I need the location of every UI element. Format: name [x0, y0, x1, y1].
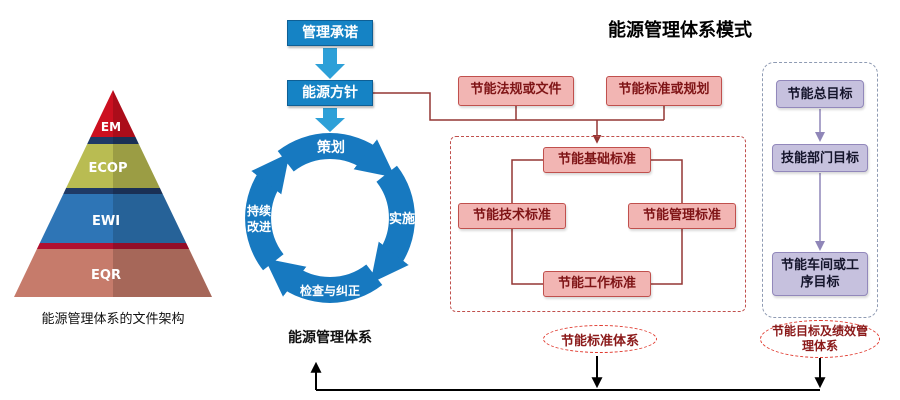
ems-caption: 能源管理体系	[288, 330, 372, 346]
pyramid: EM ECOP EWI EQR	[14, 90, 212, 297]
work-standards-box: 节能工作标准	[543, 271, 651, 297]
pdca-improve-label-line2: 改进	[247, 219, 271, 234]
pyramid-label-ewi: EWI	[92, 214, 120, 229]
pyramid-layer-em	[90, 90, 136, 137]
down-arrow-icon	[315, 108, 345, 132]
cycle-arc-do	[370, 165, 415, 284]
targets-system-container	[762, 62, 878, 318]
pyramid-layer-eqr	[14, 249, 212, 297]
pyramid-label-ecop: ECOP	[89, 161, 128, 176]
department-target-box: 技能部门目标	[772, 144, 868, 172]
technical-standards-box: 节能技术标准	[458, 203, 566, 229]
pyramid-separator	[36, 243, 190, 249]
flow-arrows	[315, 48, 345, 132]
pdca-plan-label: 策划	[316, 139, 345, 156]
regulations-box: 节能法规或文件	[458, 76, 574, 106]
pyramid-separator	[63, 188, 163, 194]
page-title: 能源管理体系模式	[608, 20, 752, 41]
pyramid-label-eqr: EQR	[91, 268, 121, 283]
pyramid-caption: 能源管理体系的文件架构	[41, 312, 185, 327]
pdca-labels: 策划 实施 检查与纠正 持续 改进	[247, 139, 415, 298]
pyramid-label-em: EM	[101, 120, 121, 134]
pdca-cycle	[245, 133, 415, 303]
targets-system-caption: 节能目标及绩效管理体系	[760, 320, 880, 358]
overall-target-box: 节能总目标	[776, 80, 864, 108]
pyramid-layer-ewi	[39, 194, 187, 243]
bottom-linkage	[310, 356, 826, 391]
pyramid-layer-ecop	[66, 144, 160, 188]
cycle-arc-check	[264, 258, 383, 303]
basic-standards-box: 节能基础标准	[543, 147, 651, 173]
connector-line	[373, 92, 665, 121]
cycle-arc-improve	[245, 152, 290, 271]
standards-plan-box: 节能标准或规划	[606, 76, 722, 106]
workshop-target-box: 节能车间或工序目标	[772, 252, 868, 296]
management-standards-box: 节能管理标准	[628, 203, 736, 229]
management-commitment-box: 管理承诺	[287, 20, 373, 46]
pdca-improve-label-line1: 持续	[247, 203, 271, 218]
pdca-do-label: 实施	[389, 211, 415, 227]
pdca-check-label: 检查与纠正	[300, 283, 360, 298]
standards-system-container	[450, 136, 746, 312]
standards-system-caption: 节能标准体系	[543, 325, 657, 353]
cycle-arc-plan	[277, 133, 396, 178]
pyramid-separator	[87, 137, 139, 144]
pyramid-shading	[113, 90, 212, 297]
energy-policy-box: 能源方针	[287, 80, 373, 106]
down-arrow-icon	[315, 48, 345, 79]
